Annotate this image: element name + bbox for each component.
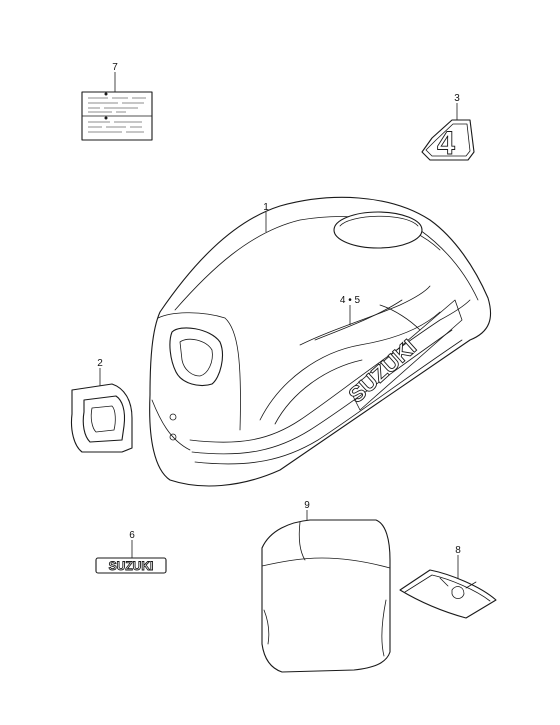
part-6-emblem: SUZUKI [95,540,167,574]
emblem-brand-decal: SUZUKI [109,559,154,573]
callout-4-5: 4 • 5 [340,295,361,306]
part-8-tool-bag [399,555,497,619]
callout-8: 8 [455,545,461,556]
callout-6: 6 [129,530,135,541]
callout-2: 2 [97,358,103,369]
part-1-engine-cowling: SUZUKI [149,196,492,487]
part-9-cowl-cover [261,510,391,673]
part-7-caution-label [81,72,153,141]
part-2-handle-grommet [70,368,133,453]
callout-9: 9 [304,500,310,511]
part-3-model-decal: 4 [421,103,475,161]
callout-7: 7 [112,62,118,73]
model-numeral-decal: 4 [437,125,455,161]
callout-3: 3 [454,93,460,104]
callout-1: 1 [263,202,269,213]
